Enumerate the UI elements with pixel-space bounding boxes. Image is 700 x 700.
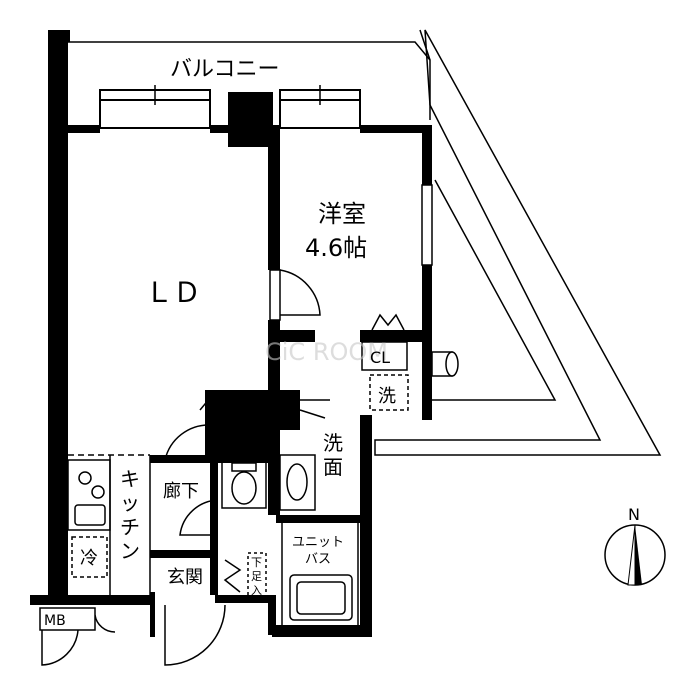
shoe-box-char: 下 (251, 556, 262, 569)
balcony-label: バルコニー (170, 57, 280, 82)
hallway-label: 廊下 (163, 481, 199, 502)
washroom-label-2: 面 (323, 455, 343, 479)
balcony-windows (99, 89, 361, 129)
western-room-label: 洋室 (318, 200, 366, 228)
compass: N (604, 505, 666, 586)
unit-bath-label-2: バス (305, 552, 331, 567)
shoe-box-char: 入 (251, 584, 262, 597)
western-room-size: 4.6帖 (305, 234, 367, 262)
side-window (421, 184, 433, 266)
shoe-box-char: 足 (251, 570, 262, 583)
kitchen-char: ン (120, 539, 140, 563)
closet-doors (361, 313, 408, 371)
meter-box-label: MB (44, 613, 66, 629)
exterior-walls (30, 30, 432, 637)
western-room-door (269, 269, 321, 321)
washroom-label-1: 洗 (323, 431, 343, 455)
washer-space (369, 374, 409, 411)
compass-north-label: N (628, 505, 640, 524)
drain-fixture (431, 351, 459, 377)
unit-bath-label-1: ユニット (292, 535, 344, 550)
fridge-label: 冷 (80, 548, 98, 569)
meter-box (39, 607, 96, 631)
fridge-space (71, 536, 108, 578)
closet-label: CL (370, 348, 390, 367)
hallway-doors (164, 396, 330, 536)
ld-label: ＬＤ (145, 276, 201, 309)
entrance-door (164, 604, 226, 666)
toilet (221, 459, 267, 509)
kitchen-label: キ ッ チ ン (120, 467, 140, 563)
interior-walls (150, 130, 425, 595)
window-mullions (154, 85, 321, 105)
entrance-label: 玄関 (167, 567, 203, 588)
washer-label: 洗 (378, 386, 396, 407)
kitchen-char: ッ (120, 491, 140, 515)
kitchen-char: チ (120, 515, 140, 539)
watermark-text: CiC ROOM (265, 338, 388, 366)
unit-bath (281, 521, 359, 628)
washbasin (279, 454, 316, 511)
kitchen-counter (67, 454, 151, 595)
terrace-outline (374, 29, 662, 456)
kitchen-char: キ (120, 467, 140, 491)
shoe-box (223, 552, 267, 599)
shoe-box-label: 下 足 入 (251, 556, 262, 597)
